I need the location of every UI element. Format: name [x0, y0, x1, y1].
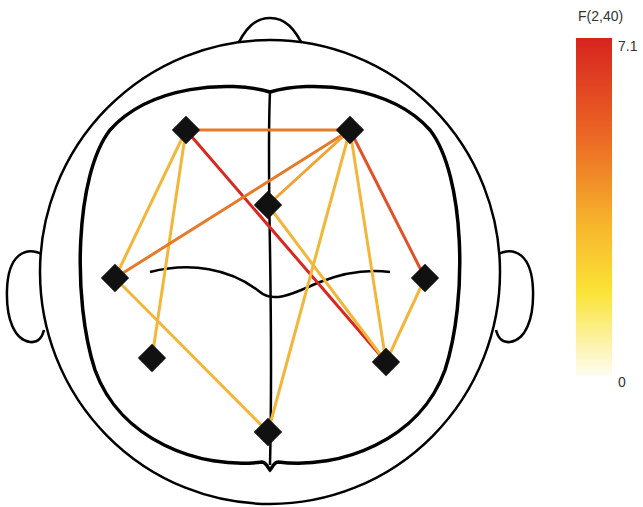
connection-line: [268, 130, 350, 432]
connection-line: [115, 278, 268, 432]
electrode-marker: [372, 348, 400, 376]
electrode-marker: [254, 191, 282, 219]
connection-line: [186, 130, 386, 362]
electrode-marker: [254, 418, 282, 446]
electrode-marker: [411, 264, 439, 292]
tick-label: 0: [618, 374, 626, 391]
ear-outline: [7, 251, 44, 342]
connection-line: [186, 129, 350, 132]
connection-line: [386, 278, 425, 362]
central-sulcus: [150, 267, 390, 297]
connection-line: [350, 130, 386, 362]
electrode-marker: [336, 116, 364, 144]
ear-outline: [496, 251, 533, 342]
tick-label: 7.1: [618, 38, 637, 55]
colorbar: [576, 38, 612, 376]
electrode-marker: [172, 116, 200, 144]
electrodes: [101, 116, 439, 446]
colorbar-title: F(2,40): [578, 8, 623, 25]
head-outline: [40, 40, 500, 504]
connection-line: [268, 130, 350, 205]
brain-outline: [80, 86, 460, 470]
midline: [269, 92, 271, 465]
electrode-marker: [138, 344, 166, 372]
electrode-marker: [101, 264, 129, 292]
connection-line: [268, 205, 386, 362]
connections: [115, 130, 425, 432]
